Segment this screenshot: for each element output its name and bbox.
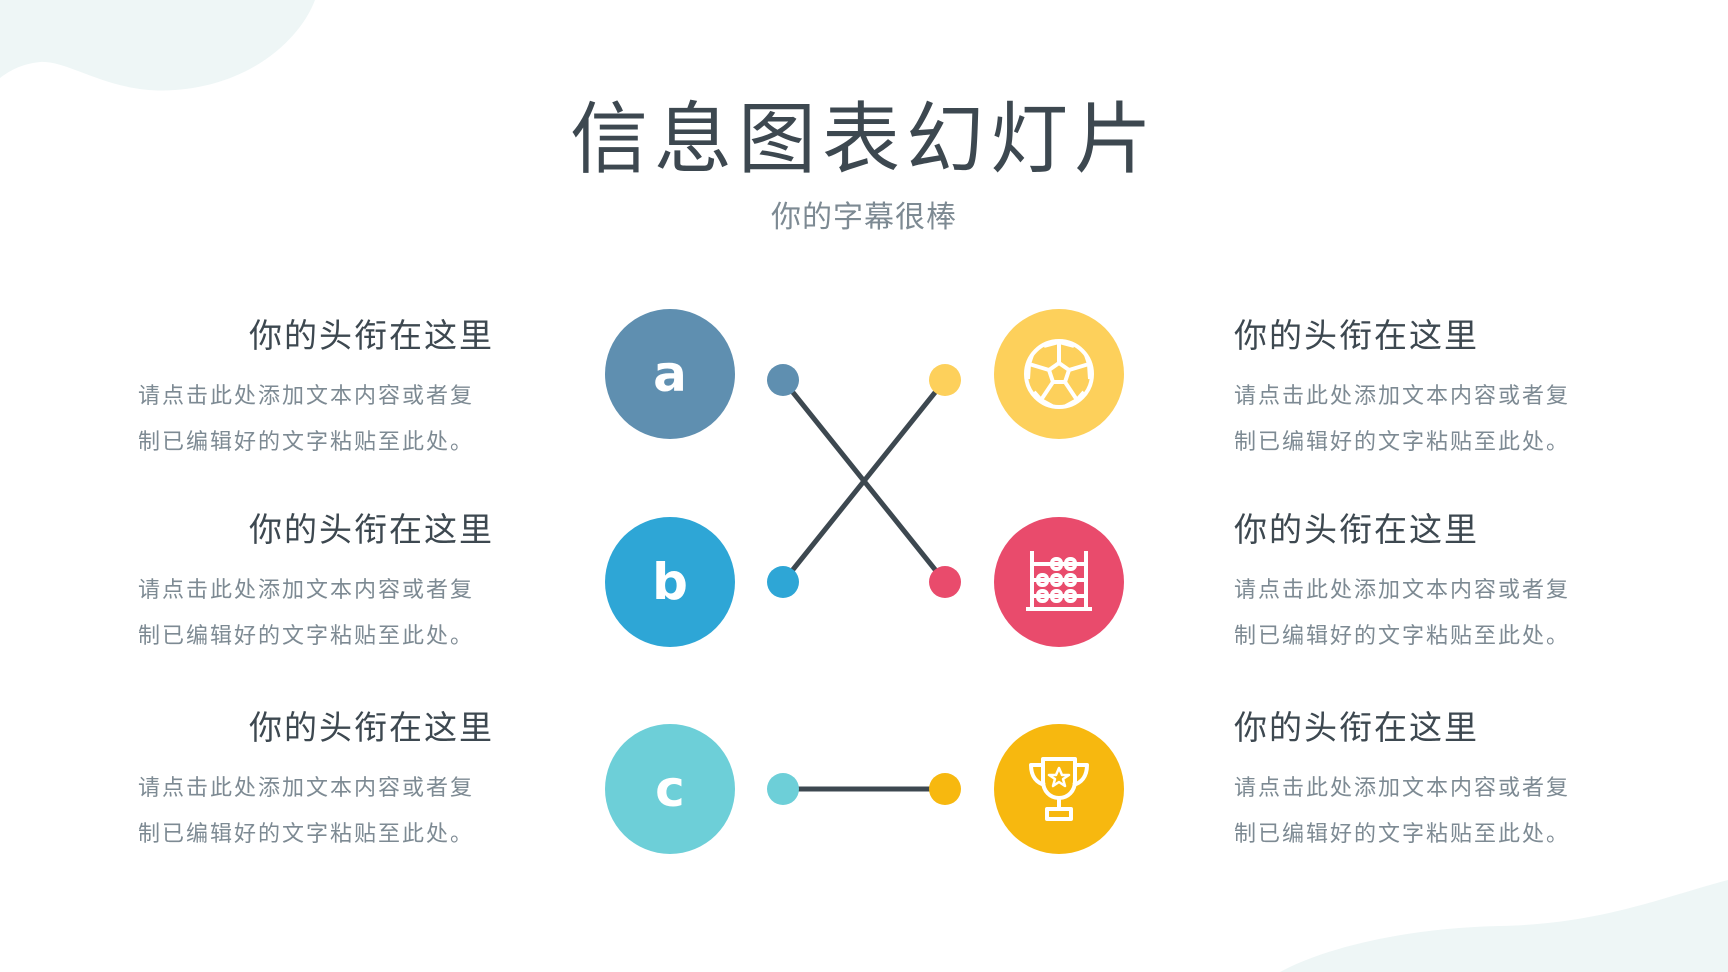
block-description: 请点击此处添加文本内容或者复 制已编辑好的文字粘贴至此处。 bbox=[1234, 568, 1594, 660]
left-block-1: 你的头衔在这里 请点击此处添加文本内容或者复 制已编辑好的文字粘贴至此处。 bbox=[134, 316, 494, 466]
connector-dot-trophy bbox=[929, 773, 961, 805]
block-description: 请点击此处添加文本内容或者复 制已编辑好的文字粘贴至此处。 bbox=[134, 374, 494, 466]
soccer-ball-icon bbox=[1024, 339, 1094, 409]
description-line: 制已编辑好的文字粘贴至此处。 bbox=[138, 822, 475, 847]
left-block-2: 你的头衔在这里 请点击此处添加文本内容或者复 制已编辑好的文字粘贴至此处。 bbox=[134, 510, 494, 660]
block-description: 请点击此处添加文本内容或者复 制已编辑好的文字粘贴至此处。 bbox=[134, 568, 494, 660]
description-line: 请点击此处添加文本内容或者复 bbox=[138, 776, 475, 801]
description-line: 制已编辑好的文字粘贴至此处。 bbox=[1234, 430, 1571, 455]
block-heading: 你的头衔在这里 bbox=[1234, 316, 1479, 355]
bottom-right-blob bbox=[1280, 880, 1728, 972]
description-line: 请点击此处添加文本内容或者复 bbox=[138, 578, 475, 603]
trophy-icon bbox=[1029, 757, 1089, 821]
description-line: 制已编辑好的文字粘贴至此处。 bbox=[1234, 624, 1571, 649]
circle-trophy bbox=[994, 724, 1124, 854]
right-block-3: 你的头衔在这里 请点击此处添加文本内容或者复 制已编辑好的文字粘贴至此处。 bbox=[1234, 708, 1594, 858]
circle-abacus bbox=[994, 517, 1124, 647]
description-line: 制已编辑好的文字粘贴至此处。 bbox=[138, 430, 475, 455]
block-description: 请点击此处添加文本内容或者复 制已编辑好的文字粘贴至此处。 bbox=[1234, 374, 1594, 466]
connector-dot-a bbox=[767, 364, 799, 396]
left-block-3: 你的头衔在这里 请点击此处添加文本内容或者复 制已编辑好的文字粘贴至此处。 bbox=[134, 708, 494, 858]
right-block-2: 你的头衔在这里 请点击此处添加文本内容或者复 制已编辑好的文字粘贴至此处。 bbox=[1234, 510, 1594, 660]
block-heading: 你的头衔在这里 bbox=[249, 316, 494, 355]
description-line: 制已编辑好的文字粘贴至此处。 bbox=[138, 624, 475, 649]
page-subtitle: 你的字幕很棒 bbox=[771, 200, 957, 235]
circle-b: b bbox=[605, 517, 735, 647]
connector-dot-ball bbox=[929, 364, 961, 396]
connector-dot-abacus bbox=[929, 566, 961, 598]
connector-dot-c bbox=[767, 773, 799, 805]
description-line: 请点击此处添加文本内容或者复 bbox=[1234, 776, 1571, 801]
block-heading: 你的头衔在这里 bbox=[249, 510, 494, 549]
block-heading: 你的头衔在这里 bbox=[1234, 708, 1479, 747]
description-line: 请点击此处添加文本内容或者复 bbox=[1234, 578, 1571, 603]
block-description: 请点击此处添加文本内容或者复 制已编辑好的文字粘贴至此处。 bbox=[134, 766, 494, 858]
description-line: 制已编辑好的文字粘贴至此处。 bbox=[1234, 822, 1571, 847]
block-description: 请点击此处添加文本内容或者复 制已编辑好的文字粘贴至此处。 bbox=[1234, 766, 1594, 858]
connector-dot-b bbox=[767, 566, 799, 598]
circle-a: a bbox=[605, 309, 735, 439]
description-line: 请点击此处添加文本内容或者复 bbox=[138, 384, 475, 409]
right-block-1: 你的头衔在这里 请点击此处添加文本内容或者复 制已编辑好的文字粘贴至此处。 bbox=[1234, 316, 1594, 466]
block-heading: 你的头衔在这里 bbox=[249, 708, 494, 747]
circle-ball bbox=[994, 309, 1124, 439]
description-line: 请点击此处添加文本内容或者复 bbox=[1234, 384, 1571, 409]
circle-letter: b bbox=[652, 553, 688, 611]
top-left-blob bbox=[0, 0, 315, 91]
page-title: 信息图表幻灯片 bbox=[569, 95, 1158, 185]
connector-line-b-ball bbox=[780, 377, 948, 585]
block-heading: 你的头衔在这里 bbox=[1234, 510, 1479, 549]
circle-letter: c bbox=[655, 760, 685, 818]
circle-letter: a bbox=[653, 345, 687, 403]
circle-c: c bbox=[605, 724, 735, 854]
abacus-icon bbox=[1026, 551, 1092, 611]
